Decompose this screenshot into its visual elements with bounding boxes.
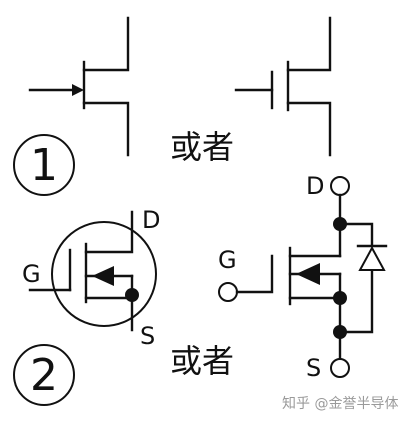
- row2-number-badge: 2: [13, 344, 75, 406]
- watermark-text: 知乎 @金誉半导体: [282, 395, 398, 412]
- row1-right-mosfet-symbol: [234, 16, 332, 157]
- junction-dot-icon: [333, 291, 347, 305]
- row2-right-gate-label: G: [218, 246, 237, 274]
- body-diode-icon: [358, 245, 386, 271]
- junction-dot-icon: [333, 325, 347, 339]
- row2-left-source-label: S: [140, 322, 155, 350]
- row1-number: 1: [30, 140, 58, 191]
- row1-left-mosfet-symbol: [28, 16, 130, 157]
- channel-arrow-icon: [92, 266, 114, 286]
- gate-arrow-icon: [72, 84, 84, 96]
- row2-number: 2: [30, 350, 58, 401]
- row2-right-mosfet-symbol: [218, 176, 388, 378]
- row2-right-source-label: S: [306, 354, 321, 382]
- row2-left-gate-label: G: [22, 260, 41, 288]
- source-terminal-icon: [330, 358, 350, 378]
- row1-number-badge: 1: [13, 134, 75, 196]
- drain-terminal-icon: [330, 176, 350, 196]
- row2-separator-text: 或者: [170, 342, 234, 380]
- row2-left-mosfet-symbol: [28, 210, 157, 332]
- channel-arrow-icon: [296, 263, 320, 285]
- row2-left-drain-label: D: [142, 206, 160, 234]
- row1-separator-text: 或者: [170, 128, 234, 166]
- row2-right-drain-label: D: [306, 172, 324, 200]
- junction-dot-icon: [333, 217, 347, 231]
- body-junction-dot-icon: [125, 288, 139, 302]
- gate-terminal-icon: [218, 282, 238, 302]
